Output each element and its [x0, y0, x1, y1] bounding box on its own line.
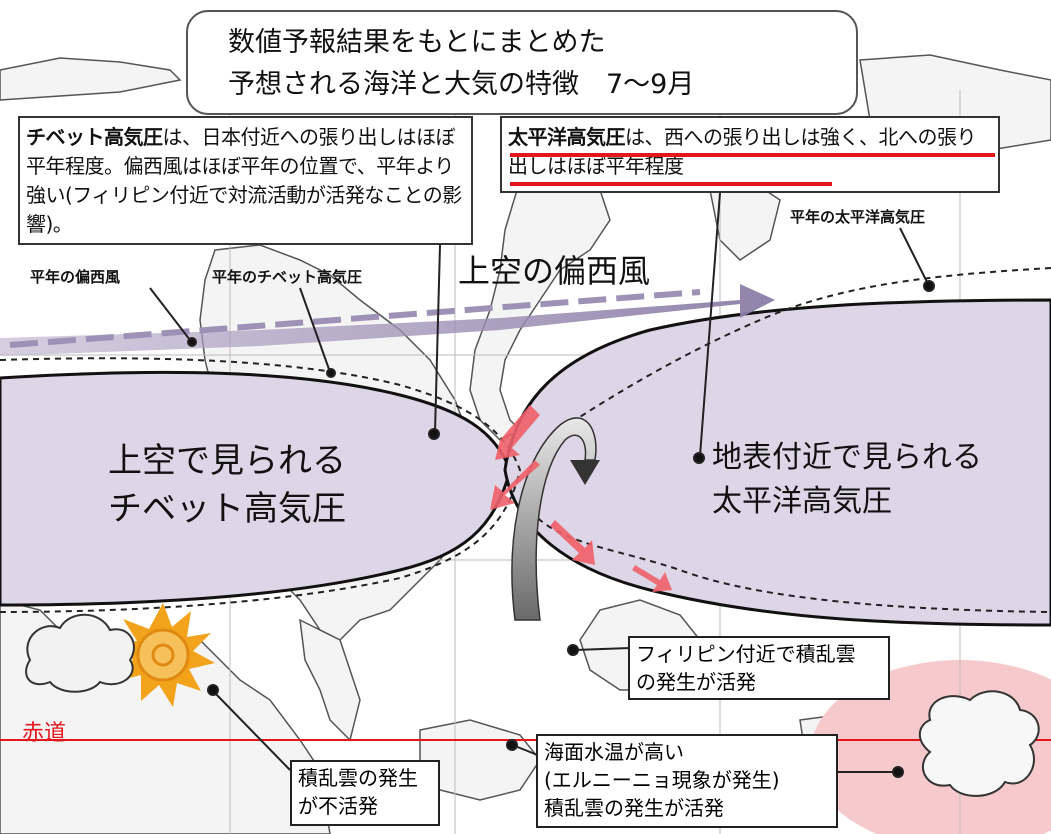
highlight-underline-1 [510, 153, 995, 157]
callout-philippines-line1: フィリピン付近で積乱雲 [636, 642, 856, 666]
callout-indian-line2: が不活発 [298, 794, 378, 818]
pacific-high-label-line2: 太平洋高気圧 [712, 484, 892, 519]
tibet-note-text: は、日本付近への張り出しはほぼ平年程度。偏西風はほぼ平年の位置で、平年より強い(… [26, 125, 462, 236]
title-box: 数値予報結果をもとにまとめた 予想される海洋と大気の特徴 7～9月 [186, 10, 858, 115]
tibet-note-box: チベット高気圧は、日本付近への張り出しはほぼ平年程度。偏西風はほぼ平年の位置で、… [18, 116, 473, 245]
callout-indian-line1: 積乱雲の発生 [298, 766, 418, 790]
label-normal-westerly: 平年の偏西風 [30, 268, 121, 286]
sun-icon [111, 603, 215, 707]
equator-label: 赤道 [22, 721, 67, 746]
pacific-high-label-line1: 地表付近で見られる [712, 440, 982, 475]
callout-sst-line2: (エルニーニョ現象が発生) [544, 768, 780, 792]
callout-philippines-line2: の発生が活発 [636, 670, 756, 694]
cloud-icon-pacific [918, 690, 1040, 797]
normal-tibet-outline [0, 357, 522, 613]
pacific-high-region [503, 298, 1051, 627]
pacific-note-bold: 太平洋高気圧 [508, 125, 626, 149]
cloud-icon [25, 613, 135, 693]
callout-philippines: フィリピン付近で積乱雲 の発生が活発 [628, 636, 890, 700]
tibet-note-bold: チベット高気圧 [26, 125, 163, 149]
callout-sst-line3: 積乱雲の発生が活発 [544, 796, 724, 820]
title-line2: 予想される海洋と大気の特徴 7～9月 [228, 69, 695, 100]
tibet-high-label-line1: 上空で見られる [108, 441, 346, 481]
pacific-note-text: は、西への張り出しは強く、北への張り出しはほぼ平年程度 [508, 125, 977, 178]
label-normal-pacific: 平年の太平洋高気圧 [790, 208, 926, 226]
highlight-underline-2 [510, 182, 832, 186]
callout-sst-line1: 海面水温が高い [544, 740, 684, 764]
red-expansion-arrows [490, 405, 672, 592]
title-line1: 数値予報結果をもとにまとめた [228, 27, 606, 58]
label-normal-tibet: 平年のチベット高気圧 [212, 268, 363, 286]
normal-westerly-line [9, 289, 701, 348]
pacific-high-label: 地表付近で見られる 太平洋高気圧 [712, 436, 982, 524]
tibet-high-label-line2: チベット高気圧 [108, 489, 346, 529]
label-westerly-upper: 上空の偏西風 [458, 252, 651, 290]
leader-lines [149, 192, 935, 778]
callout-sst: 海面水温が高い (エルニーニョ現象が発生) 積乱雲の発生が活発 [536, 734, 838, 828]
tibet-high-label: 上空で見られる チベット高気圧 [108, 437, 346, 533]
callout-indian-ocean: 積乱雲の発生 が不活発 [290, 760, 440, 826]
